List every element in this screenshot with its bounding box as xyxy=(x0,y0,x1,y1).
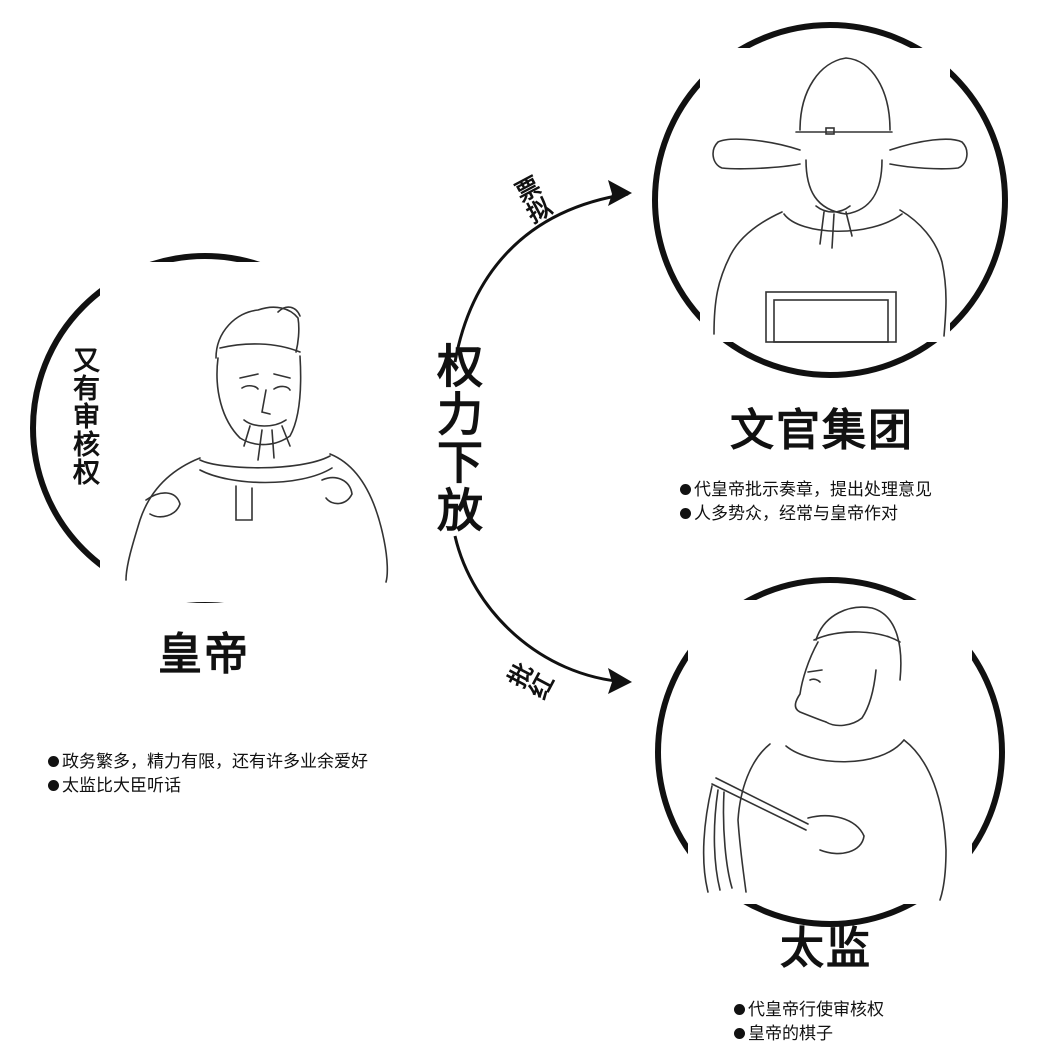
bullet-icon xyxy=(680,484,691,495)
bullet-item: 太监比大臣听话 xyxy=(48,774,368,798)
bullet-icon xyxy=(734,1028,745,1039)
emperor-portrait xyxy=(30,253,400,603)
bullet-icon xyxy=(734,1004,745,1015)
eunuch-bullets: 代皇帝行使审核权 皇帝的棋子 xyxy=(734,998,884,1046)
arrow-upper xyxy=(453,180,632,363)
eunuch-title: 太监 xyxy=(780,923,872,974)
center-label: 权力下放 xyxy=(430,342,484,534)
officials-bullets: 代皇帝批示奏章，提出处理意见 人多势众，经常与皇帝作对 xyxy=(680,478,932,526)
bullet-icon xyxy=(48,780,59,791)
bullet-item: 代皇帝行使审核权 xyxy=(734,998,884,1022)
bullet-item: 代皇帝批示奏章，提出处理意见 xyxy=(680,478,932,502)
bullet-item: 皇帝的棋子 xyxy=(734,1022,884,1046)
bullet-icon xyxy=(680,508,691,519)
emperor-title: 皇帝 xyxy=(158,629,250,680)
bullet-item: 政务繁多，精力有限，还有许多业余爱好 xyxy=(48,750,368,774)
emperor-bullets: 政务繁多，精力有限，还有许多业余爱好 太监比大臣听话 xyxy=(48,750,368,798)
bullet-icon xyxy=(48,756,59,767)
emperor-side-note: 又有审核权 xyxy=(68,346,99,486)
eunuch-portrait xyxy=(655,577,1005,927)
officials-portrait xyxy=(652,22,1008,378)
arrow-lower xyxy=(453,535,632,694)
bullet-item: 人多势众，经常与皇帝作对 xyxy=(680,502,932,526)
officials-title: 文官集团 xyxy=(730,405,914,456)
